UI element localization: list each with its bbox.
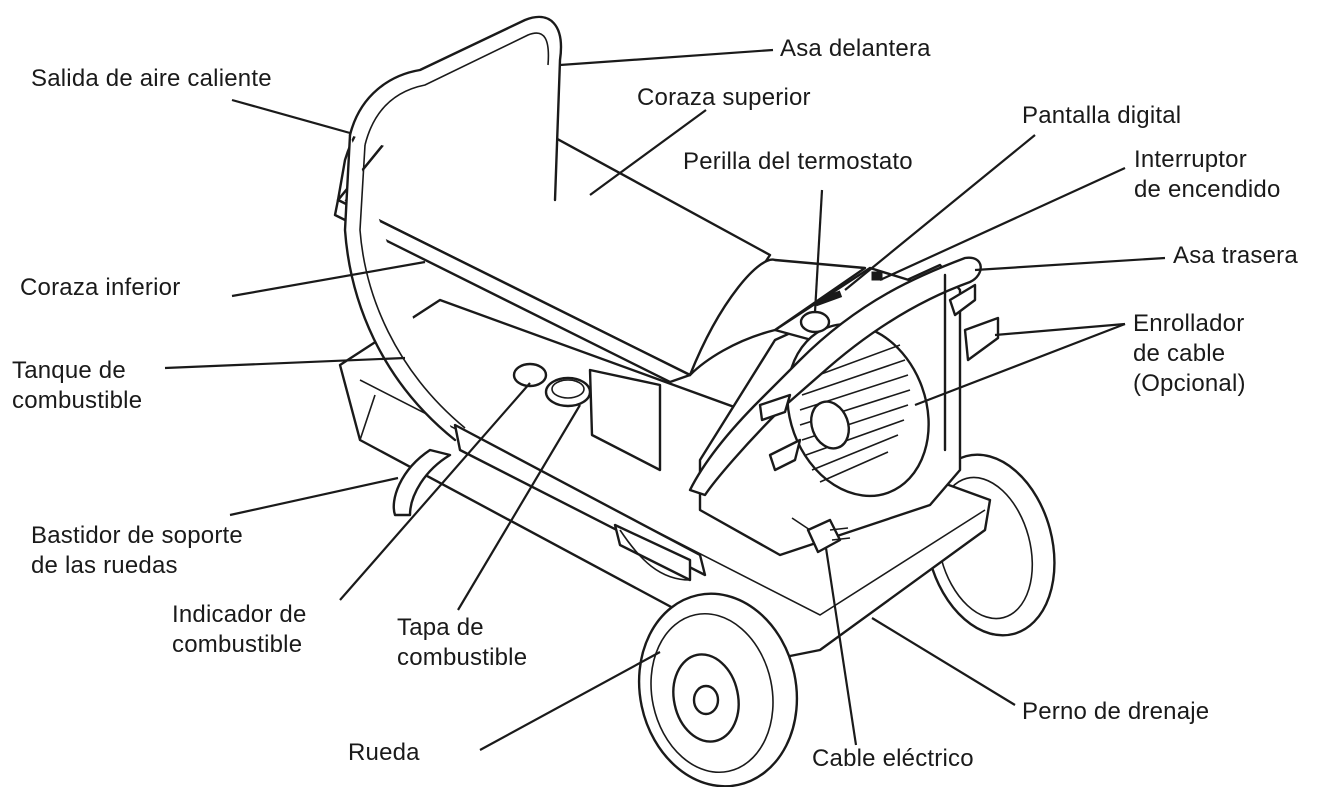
leader-asa-trasera [974,256,1166,272]
leader-asa-delantera [559,48,774,67]
label-tapa: Tapa de combustible [397,613,527,673]
leader-tapa [457,404,581,611]
leader-pantalla-digital [844,134,1036,291]
label-pantalla-digital: Pantalla digital [1022,102,1182,129]
leader-enrollador-2 [914,322,1126,407]
label-bastidor-line1: Bastidor de soporte [31,522,243,549]
label-asa-trasera: Asa trasera [1173,242,1298,269]
label-enrollador-line2: de cable [1133,340,1226,367]
leader-coraza-superior [589,109,707,196]
leader-bastidor [229,476,399,517]
heater-illustration [333,15,1056,787]
label-salida-aire: Salida de aire caliente [31,65,272,92]
label-enrollador-line1: Enrollador [1133,310,1245,337]
label-indicador: Indicador de combustible [172,600,307,660]
label-interruptor: Interruptor de encendido [1134,145,1281,205]
label-interruptor-line1: Interruptor [1134,146,1247,173]
label-coraza-superior: Coraza superior [637,84,811,111]
leader-coraza-inferior [231,260,426,298]
leader-interruptor [879,166,1126,282]
label-bastidor: Bastidor de soporte de las ruedas [31,521,243,581]
leader-enrollador-1 [994,322,1126,337]
label-indicador-line2: combustible [172,631,303,658]
label-tanque-line2: combustible [12,387,143,414]
leader-cable-electrico [824,547,858,746]
label-tapa-line2: combustible [397,644,528,671]
label-perno-drenaje: Perno de drenaje [1022,698,1210,725]
label-tanque: Tanque de combustible [12,356,142,416]
leader-lines [164,48,1166,751]
label-rueda: Rueda [348,739,420,766]
label-coraza-inferior: Coraza inferior [20,274,181,301]
fan-grille [799,344,911,483]
label-bastidor-line2: de las ruedas [31,552,178,579]
leader-indicador [339,382,531,601]
leader-salida-aire [231,98,351,135]
label-cable-electrico: Cable eléctrico [812,745,974,772]
leader-perilla-termostato [813,189,824,313]
label-tapa-line1: Tapa de [397,614,484,641]
leader-perno-drenaje [871,617,1016,706]
leader-rueda [479,651,661,751]
leader-tanque [164,356,406,370]
label-asa-delantera: Asa delantera [780,35,931,62]
label-perilla-termostato: Perilla del termostato [683,148,913,175]
label-interruptor-line2: de encendido [1134,176,1281,203]
label-indicador-line1: Indicador de [172,601,307,628]
label-enrollador: Enrollador de cable (Opcional) [1133,309,1246,399]
label-enrollador-line3: (Opcional) [1133,370,1246,397]
label-tanque-line1: Tanque de [12,357,126,384]
